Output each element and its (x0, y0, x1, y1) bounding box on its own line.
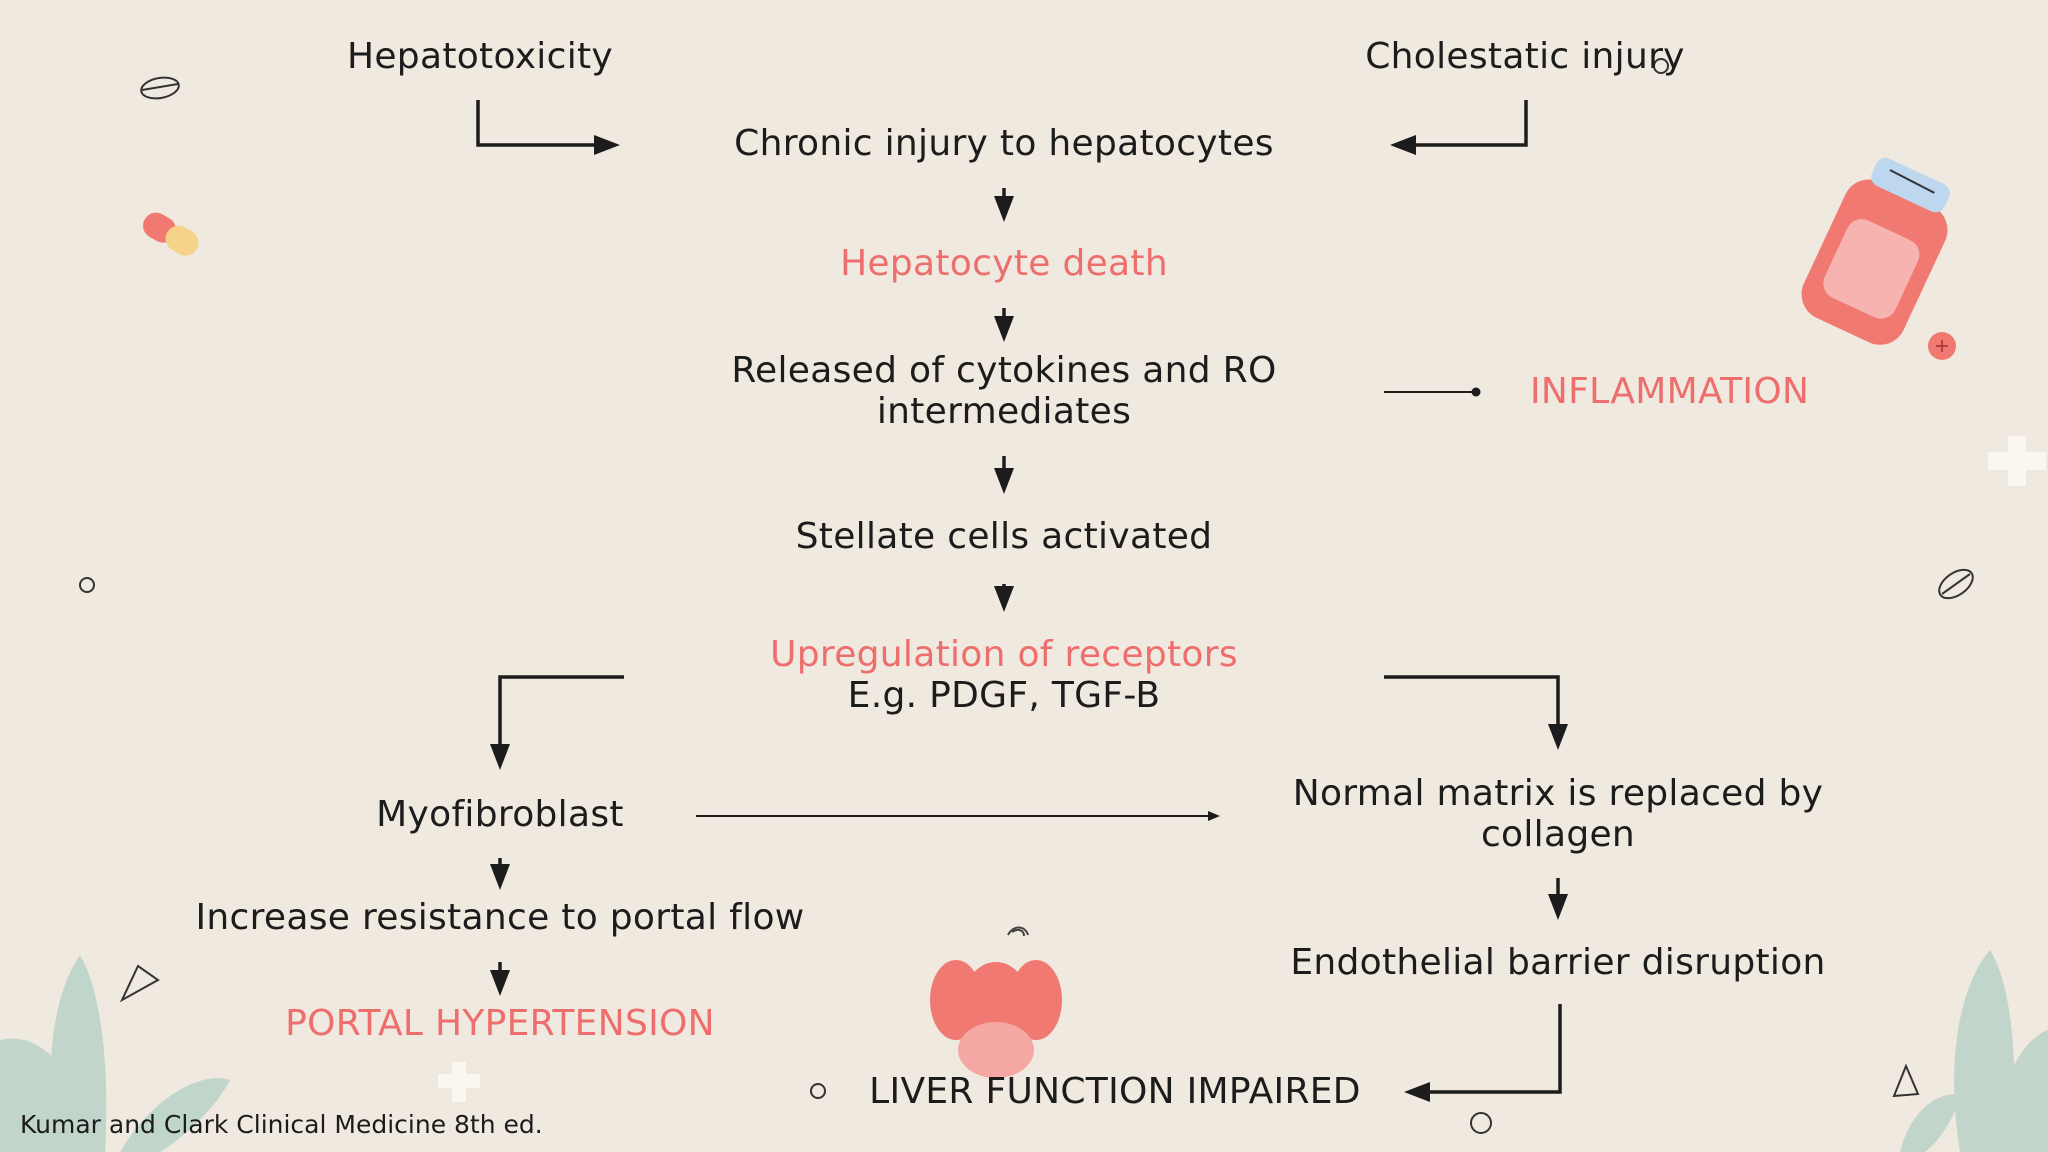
cross-icon (438, 436, 2046, 1102)
capsule-icon (143, 212, 199, 256)
node-upregulation-line1: Upregulation of receptors (770, 634, 1238, 675)
node-portal-resistance: Increase resistance to portal flow (195, 897, 805, 938)
medicine-bottle-icon (1801, 157, 1950, 345)
triangle-icon (119, 964, 1920, 1098)
arrow-released-to-stellate (994, 456, 1014, 494)
node-liver-function-impaired: LIVER FUNCTION IMPAIRED (869, 1071, 1361, 1112)
arrow-myofibroblast-to-normal-matrix (696, 811, 1220, 821)
node-inflammation: INFLAMMATION (1530, 371, 1810, 412)
leaf-icon-left (0, 955, 230, 1152)
node-upregulation: Upregulation of receptors E.g. PDGF, TGF… (704, 634, 1304, 716)
arrow-endothelial-to-liver-function (1404, 1004, 1562, 1102)
arrow-released-to-inflammation (1384, 387, 1481, 397)
node-released-line2: intermediates (876, 391, 1132, 432)
pill-icon (140, 76, 1974, 600)
node-myofibroblast: Myofibroblast (376, 794, 624, 835)
node-chronic-injury: Chronic injury to hepatocytes (734, 123, 1274, 164)
node-cholestatic-injury: Cholestatic injury (1365, 36, 1685, 77)
arrow-normal-matrix-to-endothelial (1548, 878, 1568, 920)
node-hepatotoxicity: Hepatotoxicity (346, 36, 614, 77)
arrow-stellate-to-upregulation (994, 584, 1014, 612)
arrow-hepatotoxicity-to-chronic (476, 100, 620, 155)
arrow-death-to-released (994, 308, 1014, 342)
arrow-chronic-to-death (994, 188, 1014, 222)
arrow-resistance-to-hypertension (490, 962, 510, 996)
leaf-icon-right (1900, 950, 2048, 1152)
node-released-line1: Released of cytokines and RO (731, 350, 1277, 391)
node-normal-matrix: Normal matrix is replaced by collagen (1258, 773, 1858, 855)
node-portal-hypertension: PORTAL HYPERTENSION (285, 1003, 715, 1044)
arrow-upregulation-to-myofibroblast (490, 675, 624, 770)
node-normal-matrix-line1: Normal matrix is replaced by (1292, 773, 1824, 814)
arrow-cholestatic-to-chronic (1390, 100, 1528, 155)
circle-icon-outline (79, 58, 1669, 1134)
arrow-myofibroblast-to-resistance (490, 858, 510, 890)
node-hepatocyte-death: Hepatocyte death (840, 243, 1168, 284)
node-upregulation-line2: E.g. PDGF, TGF-B (847, 675, 1161, 716)
arrow-upregulation-to-normal-matrix (1384, 675, 1568, 750)
node-released-cytokines: Released of cytokines and RO intermediat… (704, 350, 1304, 432)
source-credit: Kumar and Clark Clinical Medicine 8th ed… (20, 1110, 543, 1139)
node-normal-matrix-line2: collagen (1480, 814, 1636, 855)
node-stellate-cells: Stellate cells activated (795, 516, 1213, 557)
flower-icon (930, 926, 1062, 1078)
node-endothelial-disruption: Endothelial barrier disruption (1290, 942, 1826, 983)
